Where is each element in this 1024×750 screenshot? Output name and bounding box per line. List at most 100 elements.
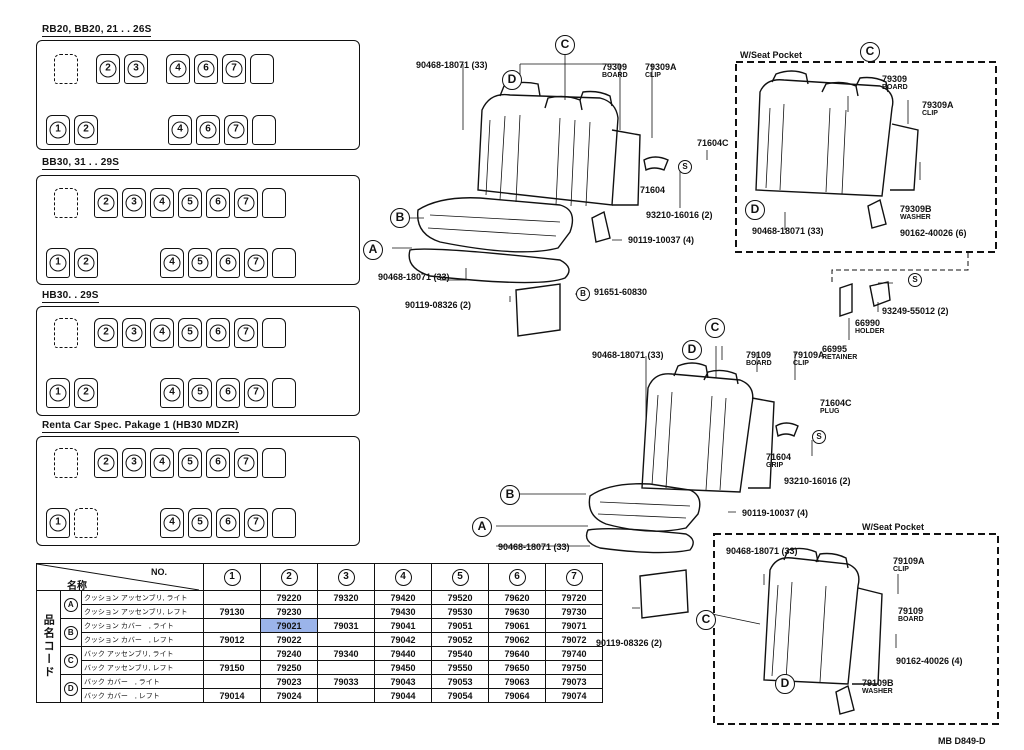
part-label: 90162-40026 (6) (900, 228, 967, 238)
seat: 4 (168, 115, 192, 145)
seat (262, 188, 286, 218)
seat: 3 (122, 448, 146, 478)
ref-d: D (745, 200, 765, 220)
table-cell-highlighted[interactable]: 79021 (260, 618, 318, 633)
seat (54, 188, 78, 218)
header-diagonal (37, 564, 199, 590)
seat: 7 (234, 448, 258, 478)
ref-c: C (705, 318, 725, 338)
layout-box (36, 436, 360, 546)
ref-b: B (500, 485, 520, 505)
diagram-code: MB D849-D (938, 736, 986, 746)
seat: 4 (160, 248, 184, 278)
seat: 6 (206, 318, 230, 348)
table-cell: 79072 (545, 632, 603, 647)
seat (54, 54, 78, 84)
ref-d: D (502, 70, 522, 90)
seat-pocket-box (713, 533, 999, 725)
ref-s: S (678, 160, 692, 174)
layout-title: RB20, BB20, 21 . . 26S (42, 24, 152, 37)
part-label: 93210-16016 (2) (646, 210, 713, 220)
seat: 1 (46, 508, 70, 538)
group-label: D (59, 674, 82, 703)
layout-title: HB30. . 29S (42, 290, 99, 303)
double-seat-illustration (585, 362, 799, 619)
seat (272, 508, 296, 538)
row-name: バック カバー , レフト (80, 688, 205, 703)
seat: 6 (206, 448, 230, 478)
part-label: 93210-16016 (2) (784, 476, 851, 486)
seat: 2 (94, 318, 118, 348)
part-label: 90119-08326 (2) (596, 638, 663, 648)
part-label: 90468-18071 (33) (592, 350, 664, 360)
part-label: 90468-18071 (33) (752, 226, 824, 236)
part-label: 90119-10037 (4) (742, 508, 809, 518)
seat (272, 378, 296, 408)
seat: 5 (178, 188, 202, 218)
section-title: W/Seat Pocket (862, 522, 925, 532)
seat-row: 2 3 4 5 6 7 (54, 318, 286, 348)
seat (54, 448, 78, 478)
part-label: 71604 (640, 185, 666, 195)
ref-s: S (812, 430, 826, 444)
seat (262, 318, 286, 348)
ref-b: B (576, 287, 590, 301)
seat: 6 (216, 508, 240, 538)
bench-seat-illustration (408, 81, 669, 337)
layout-title: Renta Car Spec. Pakage 1 (HB30 MDZR) (42, 420, 239, 433)
part-label: 90468-18071 (33) (498, 542, 570, 552)
group-label: A (59, 590, 82, 619)
seat: 2 (74, 378, 98, 408)
ref-c: C (860, 42, 880, 62)
seat-row: 1 4 5 6 7 (46, 508, 296, 538)
seat: 5 (188, 378, 212, 408)
ref-d: D (775, 674, 795, 694)
seat: 4 (150, 188, 174, 218)
seat-pocket-illustration (763, 547, 883, 715)
table-cell: 79750 (545, 660, 603, 675)
ref-c: C (555, 35, 575, 55)
section-title: W/Seat Pocket (740, 50, 803, 60)
table-cell: 79064 (488, 688, 546, 703)
part-label: 71604C (697, 138, 729, 148)
part-label: 90119-10037 (4) (628, 235, 695, 245)
ref-d: D (682, 340, 702, 360)
seat: 5 (188, 248, 212, 278)
seat (74, 508, 98, 538)
part-label: 90468-18071 (33) (378, 272, 450, 282)
part-label: 90119-08326 (2) (405, 300, 472, 310)
seat: 6 (216, 378, 240, 408)
part-label: 90162-40026 (4) (896, 656, 963, 666)
seat: 6 (194, 54, 218, 84)
header-name: 名称 (67, 581, 87, 592)
ref-s: S (908, 273, 922, 287)
seat (272, 248, 296, 278)
seat: 2 (74, 248, 98, 278)
part-label: 91651-60830 (594, 287, 648, 297)
seat-row: 2 3 4 5 6 7 (54, 188, 286, 218)
layout-box (36, 175, 360, 285)
seat: 5 (178, 318, 202, 348)
ref-b: B (390, 208, 410, 228)
ref-a: A (363, 240, 383, 260)
col-header: 4 (374, 563, 432, 591)
table-header-cell: 名称 NO. (36, 563, 204, 592)
seat: 7 (244, 248, 268, 278)
part-number-table: 名称 NO. 1 2 3 4 5 6 7 品名コード A クッション アッセンブ… (36, 563, 603, 703)
seat: 3 (122, 318, 146, 348)
seat: 4 (160, 378, 184, 408)
seat: 6 (206, 188, 230, 218)
seat: 7 (234, 188, 258, 218)
